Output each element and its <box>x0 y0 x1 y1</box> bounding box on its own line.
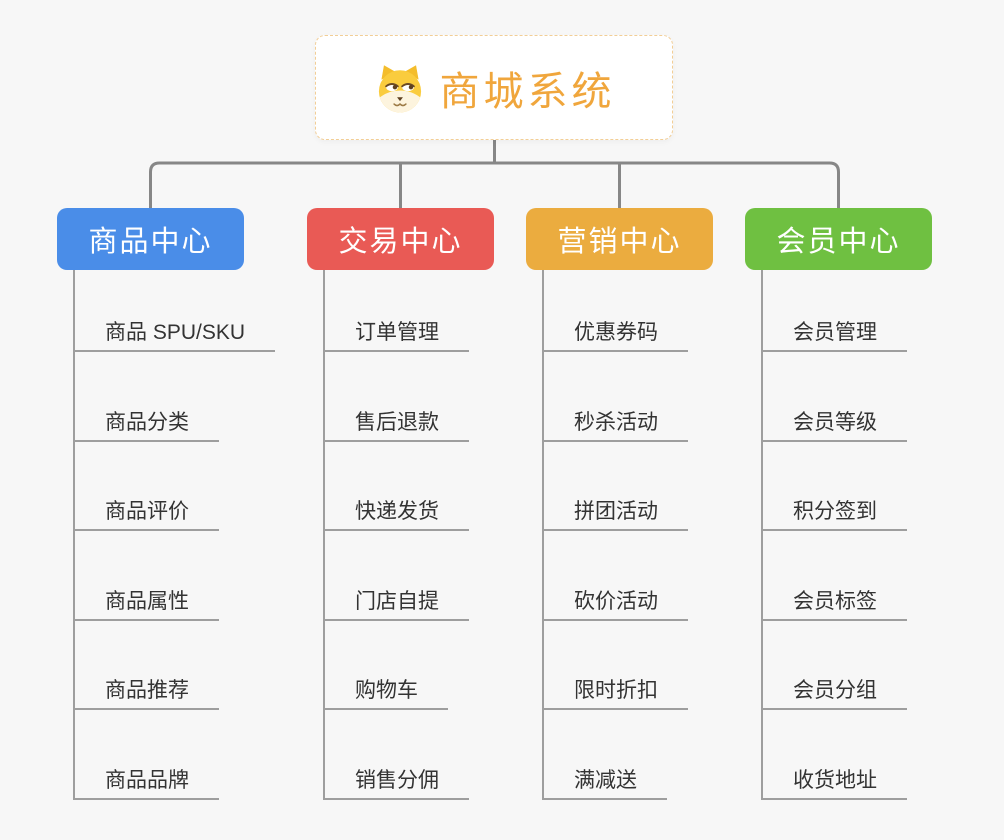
leaf-node-label: 砍价活动 <box>544 590 688 621</box>
leaf-node-label: 秒杀活动 <box>544 411 688 442</box>
branch-trade-center: 交易中心 订单管理 售后退款 快递发货 门店自提 购物车 销售分佣 <box>307 208 507 800</box>
leaf-node-label: 会员管理 <box>763 321 907 352</box>
shiba-dog-icon <box>378 64 421 112</box>
branch-children: 优惠券码 秒杀活动 拼团活动 砍价活动 限时折扣 满减送 <box>542 270 726 800</box>
leaf-node-label: 商品品牌 <box>75 769 219 800</box>
leaf-node[interactable]: 商品推荐 <box>75 621 257 711</box>
leaf-node[interactable]: 拼团活动 <box>544 442 726 532</box>
leaf-node-label: 售后退款 <box>325 411 469 442</box>
branch-header-marketing-center[interactable]: 营销中心 <box>526 208 713 270</box>
leaf-node-label: 商品推荐 <box>75 679 219 711</box>
branch-header-trade-center[interactable]: 交易中心 <box>307 208 494 270</box>
leaf-node[interactable]: 商品品牌 <box>75 710 257 800</box>
leaf-node[interactable]: 门店自提 <box>325 531 507 621</box>
leaf-node[interactable]: 销售分佣 <box>325 710 507 800</box>
leaf-node-label: 满减送 <box>544 769 667 800</box>
leaf-node-label: 会员分组 <box>763 679 907 711</box>
leaf-node[interactable]: 收货地址 <box>763 710 945 800</box>
leaf-node-label: 商品分类 <box>75 411 219 442</box>
branch-children: 会员管理 会员等级 积分签到 会员标签 会员分组 收货地址 <box>761 270 945 800</box>
leaf-node-label: 会员等级 <box>763 411 907 442</box>
leaf-node[interactable]: 积分签到 <box>763 442 945 532</box>
leaf-node[interactable]: 售后退款 <box>325 352 507 442</box>
leaf-node-label: 销售分佣 <box>325 769 469 800</box>
branch-marketing-center: 营销中心 优惠券码 秒杀活动 拼团活动 砍价活动 限时折扣 满减送 <box>526 208 726 800</box>
branch-product-center: 商品中心 商品 SPU/SKU 商品分类 商品评价 商品属性 商品推荐 商品品牌 <box>57 208 276 800</box>
leaf-node[interactable]: 满减送 <box>544 710 726 800</box>
branch-header-product-center[interactable]: 商品中心 <box>57 208 244 270</box>
branch-children: 商品 SPU/SKU 商品分类 商品评价 商品属性 商品推荐 商品品牌 <box>73 270 276 800</box>
leaf-node[interactable]: 会员等级 <box>763 352 945 442</box>
leaf-node[interactable]: 商品评价 <box>75 442 257 532</box>
leaf-node[interactable]: 会员标签 <box>763 531 945 621</box>
leaf-node[interactable]: 会员分组 <box>763 621 945 711</box>
leaf-node-label: 购物车 <box>325 679 448 711</box>
leaf-node[interactable]: 商品 SPU/SKU <box>75 270 276 352</box>
leaf-node-label: 拼团活动 <box>544 500 688 532</box>
leaf-node-label: 限时折扣 <box>544 679 688 711</box>
leaf-node[interactable]: 订单管理 <box>325 270 507 352</box>
leaf-node-label: 商品评价 <box>75 500 219 532</box>
branch-children: 订单管理 售后退款 快递发货 门店自提 购物车 销售分佣 <box>323 270 507 800</box>
leaf-node-label: 收货地址 <box>763 769 907 800</box>
leaf-node-label: 优惠券码 <box>544 321 688 352</box>
branch-header-member-center[interactable]: 会员中心 <box>745 208 932 270</box>
branch-member-center: 会员中心 会员管理 会员等级 积分签到 会员标签 会员分组 收货地址 <box>745 208 945 800</box>
leaf-node-label: 门店自提 <box>325 590 469 621</box>
leaf-node[interactable]: 限时折扣 <box>544 621 726 711</box>
leaf-node-label: 商品 SPU/SKU <box>75 321 276 352</box>
leaf-node-label: 快递发货 <box>325 500 469 532</box>
leaf-node-label: 积分签到 <box>763 500 907 532</box>
leaf-node[interactable]: 商品分类 <box>75 352 257 442</box>
leaf-node[interactable]: 快递发货 <box>325 442 507 532</box>
leaf-node[interactable]: 优惠券码 <box>544 270 726 352</box>
root-node[interactable]: 商城系统 <box>315 35 673 140</box>
leaf-node-label: 商品属性 <box>75 590 219 621</box>
leaf-node-label: 订单管理 <box>325 321 469 352</box>
root-node-title: 商城系统 <box>439 69 616 114</box>
leaf-node[interactable]: 购物车 <box>325 621 507 711</box>
leaf-node[interactable]: 商品属性 <box>75 531 257 621</box>
leaf-node[interactable]: 秒杀活动 <box>544 352 726 442</box>
leaf-node[interactable]: 砍价活动 <box>544 531 726 621</box>
leaf-node-label: 会员标签 <box>763 590 907 621</box>
leaf-node[interactable]: 会员管理 <box>763 270 945 352</box>
